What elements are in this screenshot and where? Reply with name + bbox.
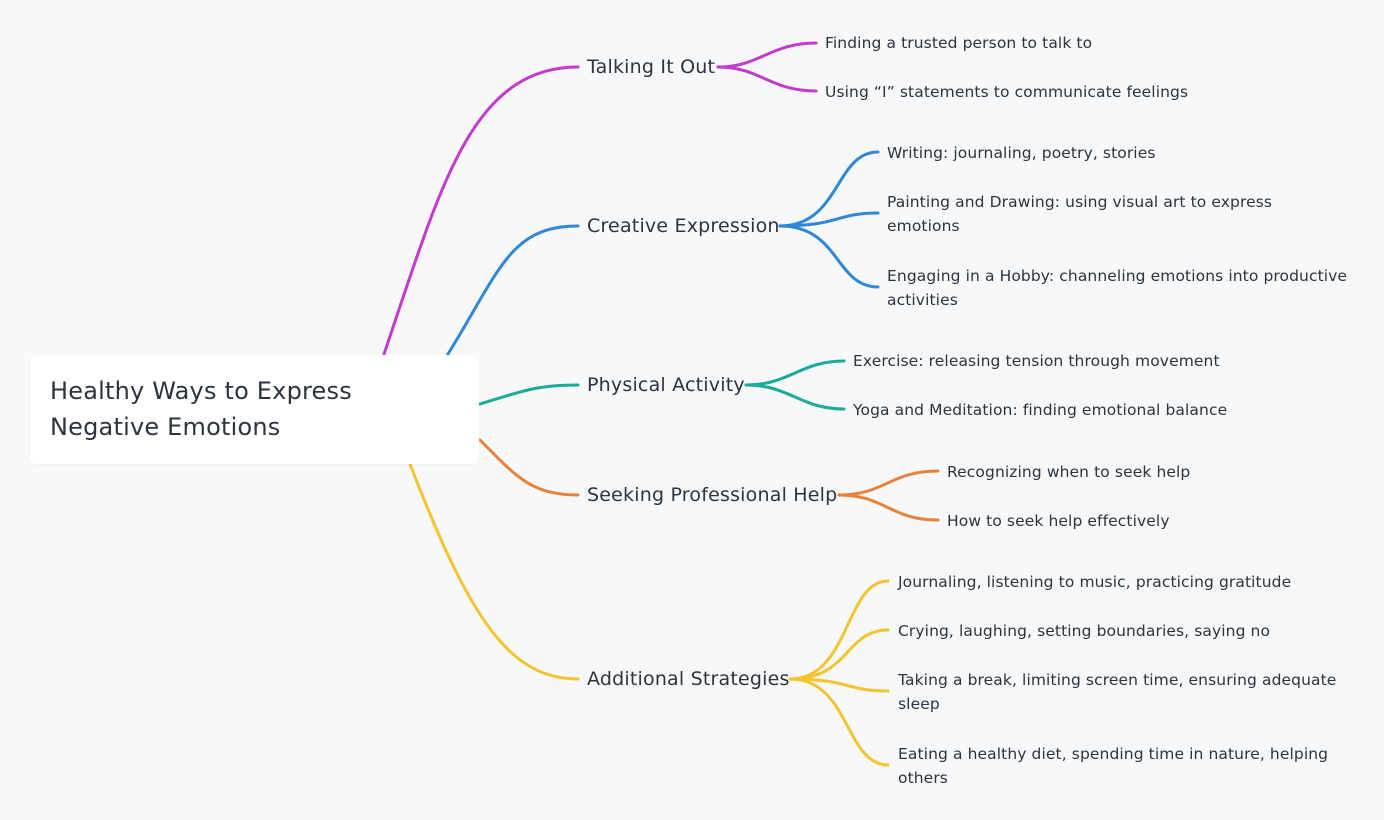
root-topic-title: Healthy Ways to Express Negative Emotion…	[50, 377, 352, 441]
leaf-additional-3[interactable]: Taking a break, limiting screen time, en…	[898, 671, 1337, 713]
leaf-creative-3[interactable]: Engaging in a Hobby: channeling emotions…	[887, 267, 1348, 309]
branch-talking-it-out[interactable]: Talking It Out	[587, 56, 716, 78]
connector-professional-leaf-2	[837, 493, 940, 522]
leaf-creative-2[interactable]: Painting and Drawing: using visual art t…	[887, 193, 1273, 235]
connector-additional-leaf-2	[788, 628, 890, 681]
branch-creative-expression[interactable]: Creative Expression	[587, 215, 780, 237]
leaf-talking-1[interactable]: Finding a trusted person to talk to	[825, 34, 1093, 52]
connector-additional-leaf-4	[788, 677, 890, 767]
root-topic[interactable]: Healthy Ways to Express Negative Emotion…	[30, 355, 479, 464]
connector-talking	[382, 65, 580, 356]
leaf-physical-1[interactable]: Exercise: releasing tension through move…	[853, 352, 1220, 370]
connector-professional	[478, 438, 580, 497]
leaf-additional-2[interactable]: Crying, laughing, setting boundaries, sa…	[898, 622, 1271, 640]
leaf-additional-1[interactable]: Journaling, listening to music, practici…	[898, 573, 1292, 591]
branch-physical-activity[interactable]: Physical Activity	[587, 374, 745, 396]
connector-creative-leaf-1	[778, 150, 880, 228]
connector-physical	[478, 383, 580, 406]
leaf-creative-1[interactable]: Writing: journaling, poetry, stories	[887, 144, 1156, 162]
connector-physical-leaf-2	[744, 383, 846, 411]
leaf-additional-4[interactable]: Eating a healthy diet, spending time in …	[898, 745, 1329, 787]
leaf-professional-2[interactable]: How to seek help effectively	[947, 512, 1170, 530]
leaf-physical-2[interactable]: Yoga and Meditation: finding emotional b…	[853, 401, 1228, 419]
leaf-professional-1[interactable]: Recognizing when to seek help	[947, 463, 1191, 481]
connector-additional	[408, 462, 580, 681]
connector-professional-leaf-1	[837, 469, 940, 497]
connector-additional-leaf-3	[788, 677, 890, 693]
branch-seeking-professional-help[interactable]: Seeking Professional Help	[587, 484, 838, 506]
connector-creative	[446, 224, 580, 356]
connector-creative-leaf-3	[778, 224, 880, 289]
connector-additional-leaf-1	[788, 579, 890, 681]
connector-talking-leaf-2	[716, 65, 818, 93]
leaf-talking-2[interactable]: Using “I” statements to communicate feel…	[825, 83, 1189, 101]
branch-additional-strategies[interactable]: Additional Strategies	[587, 668, 790, 690]
connector-physical-leaf-1	[744, 359, 846, 387]
connector-talking-leaf-1	[716, 41, 818, 69]
connector-creative-leaf-2	[778, 211, 880, 228]
